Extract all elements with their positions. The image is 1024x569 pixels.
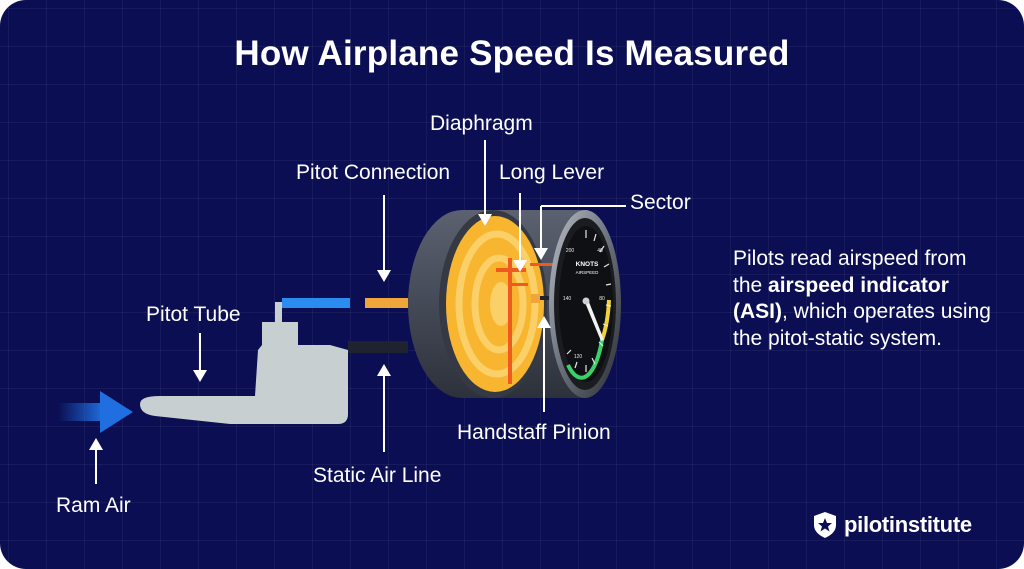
description-bold: airspeed indicator (ASI): [733, 273, 949, 324]
sector: [530, 263, 556, 266]
gauge-tick-label: 200: [566, 248, 575, 254]
page-title: How Airplane Speed Is Measured: [234, 34, 790, 73]
pilot-institute-logo: pilotinstitute: [812, 510, 972, 540]
gauge-tick-label: 80: [599, 296, 605, 302]
pitot-tube-body: [140, 298, 408, 424]
description-before: Pilots read airspeed from the: [733, 247, 967, 297]
gauge-tick-label: 120: [574, 354, 583, 360]
label-pitot-tube: Pitot Tube: [146, 303, 241, 326]
gauge-tick-label: 140: [563, 296, 572, 302]
airspeed-needle: [584, 300, 604, 341]
label-diaphragm: Diaphragm: [430, 112, 533, 135]
logo-text: pilotinstitute: [844, 512, 972, 537]
handstaff-pinion: [531, 294, 540, 303]
star-shield-icon: [814, 512, 836, 538]
ram-air-arrow: [58, 391, 133, 433]
pitot-connection-line: [365, 298, 408, 308]
label-ram-air: Ram Air: [56, 494, 131, 517]
pitot-line: [282, 298, 350, 308]
airspeed-indicator-gauge: KNOTS AIRSPEED 200 40 140 80 120: [549, 210, 621, 398]
label-handstaff-pinion: Handstaff Pinion: [457, 421, 611, 444]
label-sector: Sector: [630, 191, 691, 214]
label-pitot-connection: Pitot Connection: [296, 161, 451, 184]
gauge-label-knots: KNOTS: [576, 261, 599, 268]
label-static-air-line: Static Air Line: [313, 464, 442, 487]
description-after: , which operates using the pitot-static …: [733, 300, 991, 350]
gauge-tick-label: 40: [597, 248, 603, 254]
gauge-label-airspeed: AIRSPEED: [576, 270, 600, 275]
static-line: [348, 341, 408, 353]
long-lever: [496, 258, 528, 384]
pointer-arrows: [89, 140, 626, 484]
description-text: Pilots read airspeed from the airspeed i…: [733, 246, 993, 352]
label-long-lever: Long Lever: [499, 161, 605, 184]
